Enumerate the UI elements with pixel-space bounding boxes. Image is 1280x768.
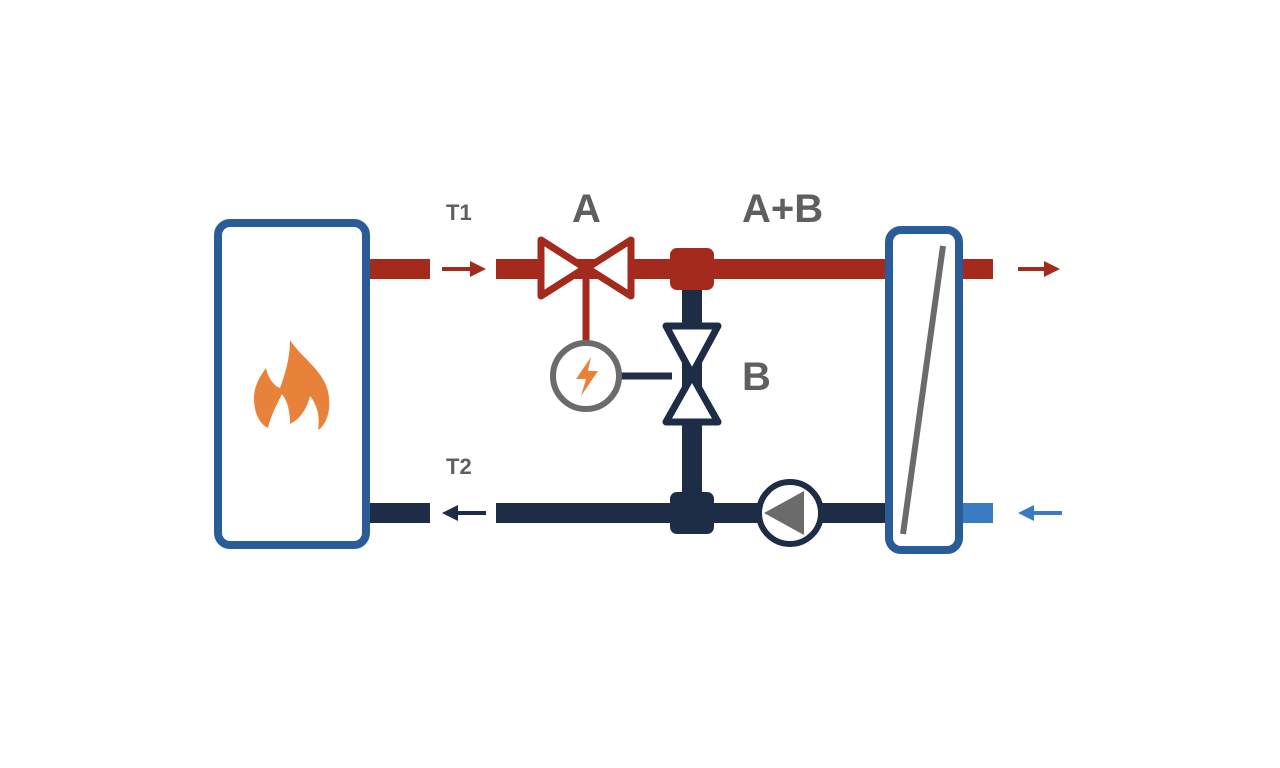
circulation-pump (756, 479, 824, 547)
pump-triangle-icon (764, 491, 804, 535)
valve-a (537, 236, 635, 346)
heat-exchanger (885, 226, 963, 554)
label-a: A (572, 187, 601, 231)
hot-supply-stub (370, 259, 430, 279)
hot-tee-junction (670, 248, 714, 290)
label-t1: T1 (446, 200, 472, 225)
label-t2: T2 (446, 454, 472, 479)
cold-tee-junction (670, 492, 714, 534)
label-a-plus-b: A+B (742, 187, 823, 231)
valve-b (662, 322, 722, 426)
flame-icon (254, 340, 330, 430)
actuator (550, 340, 672, 412)
cold-inlet-arrow (1018, 505, 1062, 521)
lightning-bolt-icon (576, 357, 598, 396)
secondary-cold-inlet (963, 503, 993, 523)
heat-exchanger-icon (900, 245, 946, 535)
label-b: B (742, 355, 771, 399)
t1-flow-arrow (442, 261, 486, 277)
hot-outlet-arrow (1018, 261, 1060, 277)
cold-return-stub (370, 503, 430, 523)
t2-flow-arrow (442, 505, 486, 521)
boiler (214, 219, 370, 549)
secondary-hot-outlet (963, 259, 993, 279)
